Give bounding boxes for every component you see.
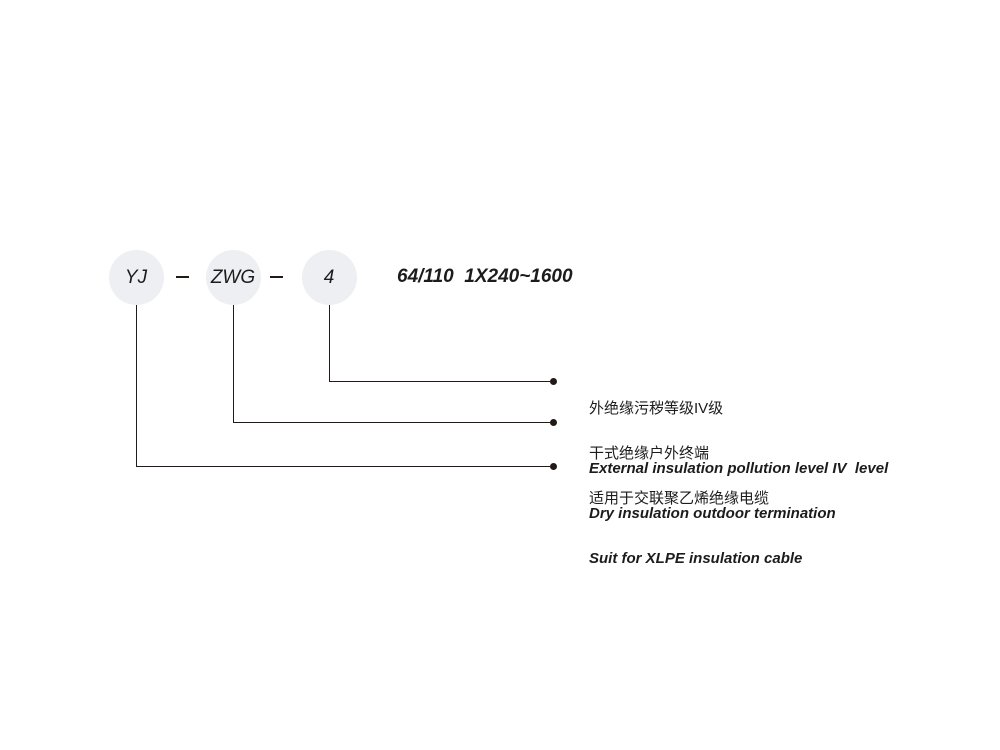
- leader-hline-4: [329, 381, 553, 382]
- leader-hline-yj: [136, 466, 553, 467]
- code-segment-circle-4: 4: [301, 250, 357, 305]
- leader-dot: [550, 462, 557, 470]
- code-segment-label-4: 4: [323, 266, 335, 288]
- annotation-en-text: External insulation pollution level IV l…: [589, 460, 889, 477]
- annotation-en-text: Dry insulation outdoor termination: [589, 505, 836, 522]
- leader-hline-zwg: [233, 422, 553, 423]
- code-segment-circle-zwg: ZWG: [205, 250, 261, 305]
- annotation-zh-text: 适用于交联聚乙烯绝缘电缆: [589, 490, 770, 507]
- leader-dot: [550, 377, 557, 385]
- code-segment-circle-yj: YJ: [108, 250, 164, 305]
- leader-vline-yj: [136, 305, 137, 466]
- code-segment-label-zwg: ZWG: [210, 266, 256, 288]
- annotation-zh-text: 外绝缘污秽等级IV级: [589, 400, 724, 417]
- annotation-pollution-level: 外绝缘污秽等级IV级 External insulation pollution…: [589, 359, 888, 519]
- leader-vline-zwg: [233, 305, 234, 422]
- spec-text: 64/110 1X240~1600: [397, 266, 573, 287]
- annotation-en-text: Suit for XLPE insulation cable: [589, 550, 803, 567]
- annotation-termination-type: 干式绝缘户外终端 Dry insulation outdoor terminat…: [589, 404, 836, 564]
- connector-dash: [176, 276, 189, 278]
- annotation-cable-type: 适用于交联聚乙烯绝缘电缆 Suit for XLPE insulation ca…: [589, 449, 802, 609]
- leader-dot: [550, 418, 557, 426]
- connector-dash: [270, 276, 283, 278]
- annotation-zh-text: 干式绝缘户外终端: [589, 445, 710, 462]
- code-segment-label-yj: YJ: [124, 266, 148, 288]
- leader-vline-4: [329, 305, 330, 381]
